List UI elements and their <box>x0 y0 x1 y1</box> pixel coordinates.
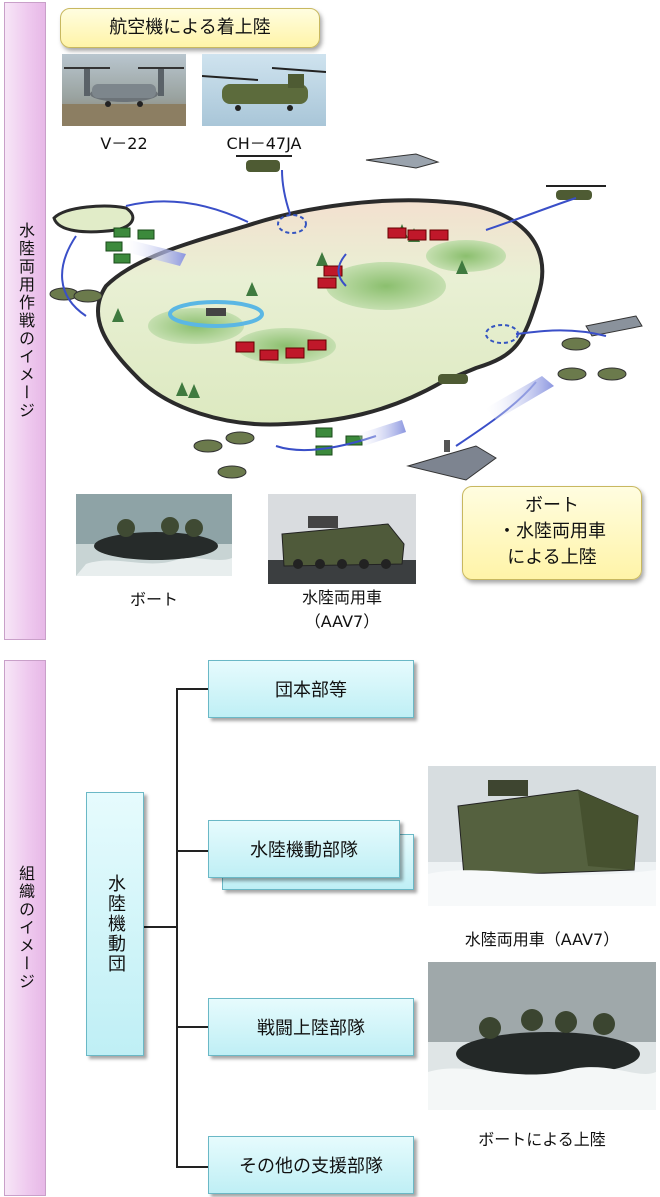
boat-photo <box>76 494 232 576</box>
org-unit-headquarters-label: 団本部等 <box>275 680 347 701</box>
boat-aav-landing-callout: ボート ・水陸両用車 による上陸 <box>462 486 642 580</box>
org-branch-1 <box>176 688 208 690</box>
ch47ja-photo <box>202 54 326 126</box>
org-trunk-line <box>176 688 178 1168</box>
organization-image-label: 組織のイメージ <box>4 660 46 1196</box>
org-unit-other-support-label: その他の支援部隊 <box>239 1156 383 1177</box>
aav-photo <box>268 494 416 584</box>
boat-landing-photo-caption: ボートによる上陸 <box>478 1130 606 1149</box>
boat-aav-callout-line2: ・水陸両用車 <box>498 521 606 542</box>
boat-landing-photo <box>428 962 656 1110</box>
org-branch-3 <box>176 1026 208 1028</box>
aav7-photo-caption: 水陸両用車（AAV7） <box>464 930 620 949</box>
org-unit-combat-landing-label: 戦闘上陸部隊 <box>257 1018 365 1039</box>
org-root-connector <box>142 926 178 928</box>
org-root-label: 水陸機動団 <box>105 874 126 974</box>
org-unit-headquarters: 団本部等 <box>208 660 414 718</box>
org-unit-rapid-deployment: 水陸機動部隊 <box>208 820 400 878</box>
v22-photo <box>62 54 186 126</box>
org-branch-2 <box>176 850 208 852</box>
amphibious-operation-illustration <box>46 146 660 486</box>
aircraft-landing-callout-text: 航空機による着上陸 <box>109 17 271 38</box>
v22-caption: V－22 <box>100 134 148 153</box>
boat-aav-callout-line1: ボート <box>525 495 579 516</box>
boat-photo-caption: ボート <box>129 590 178 609</box>
ch47ja-caption: CH－47JA <box>226 134 302 153</box>
org-unit-rapid-deployment-label: 水陸機動部隊 <box>250 840 358 861</box>
aav7-photo <box>428 766 656 906</box>
organization-image-label-text: 組織のイメージ <box>16 865 35 991</box>
org-branch-4 <box>176 1166 208 1168</box>
org-unit-other-support: その他の支援部隊 <box>208 1136 414 1194</box>
aav-photo-caption: 水陸両用車 （AAV7） <box>262 586 422 634</box>
operation-image-label: 水陸両用作戦のイメージ <box>4 2 46 640</box>
org-unit-combat-landing: 戦闘上陸部隊 <box>208 998 414 1056</box>
aav-photo-caption-line2: （AAV7） <box>304 612 380 631</box>
boat-aav-callout-line3: による上陸 <box>507 547 597 568</box>
operation-image-label-text: 水陸両用作戦のイメージ <box>16 222 35 420</box>
aav-photo-caption-line1: 水陸両用車 <box>301 588 382 607</box>
org-root-box: 水陸機動団 <box>86 792 144 1056</box>
aircraft-landing-callout: 航空機による着上陸 <box>60 8 320 48</box>
